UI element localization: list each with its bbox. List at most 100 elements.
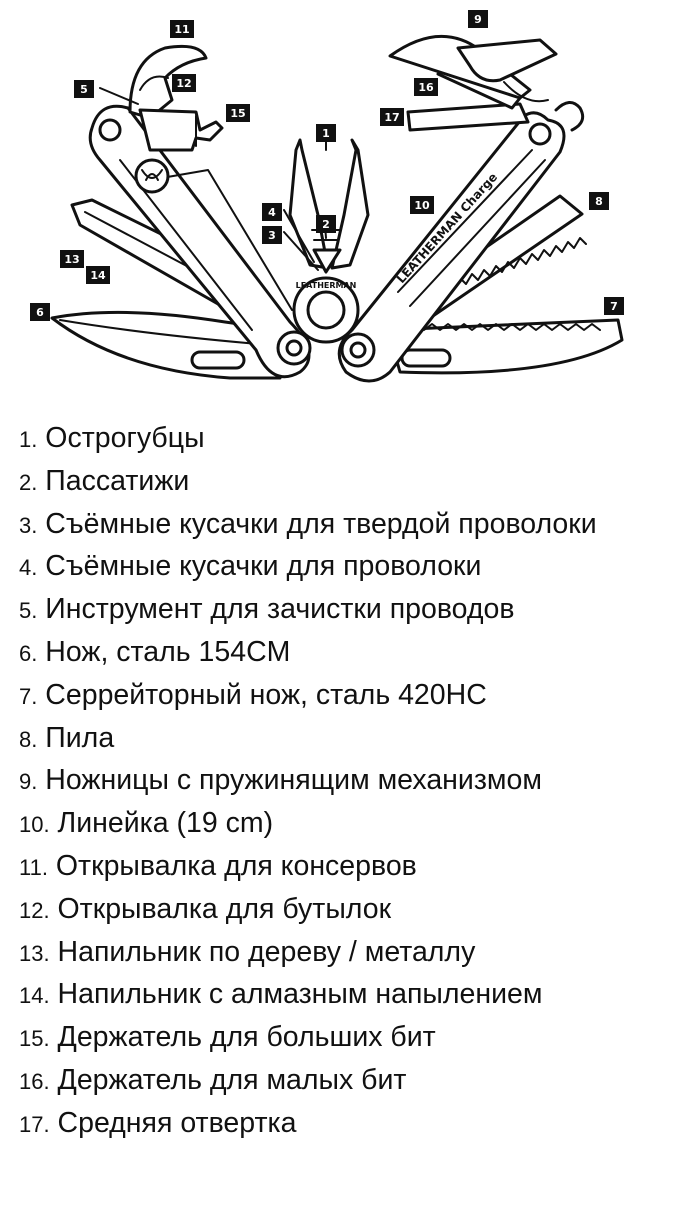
legend-item-number: 6.: [19, 640, 38, 666]
medium-screwdriver: [406, 102, 530, 132]
legend-item-text: Напильник с алмазным напылением: [57, 978, 543, 1011]
legend-item: 10. Линейка (19 cm): [19, 803, 669, 846]
svg-text:4: 4: [268, 206, 276, 219]
legend-item-text: Острогубцы: [45, 422, 205, 454]
legend-item-number: 2.: [19, 469, 38, 495]
svg-text:3: 3: [268, 229, 276, 242]
callout-16: 16: [414, 78, 438, 96]
wire-cutter-blade: [312, 248, 342, 274]
callout-15: 15: [226, 104, 250, 122]
callout-13: 13: [60, 250, 84, 268]
legend-item: 1. Острогубцы: [19, 418, 669, 461]
legend-item: 15. Держатель для больших бит: [19, 1017, 669, 1060]
legend-item-text: Открывалка для консервов: [55, 849, 417, 882]
svg-text:11: 11: [174, 23, 189, 36]
legend-item: 16. Держатель для малых бит: [19, 1060, 669, 1103]
legend-item: 14. Напильник с алмазным напылением: [19, 974, 669, 1017]
svg-text:6: 6: [36, 306, 44, 319]
legend-item: 6. Нож, сталь 154CM: [19, 632, 669, 675]
legend-item-number: 17.: [19, 1111, 50, 1137]
callout-1: 1: [316, 124, 336, 142]
legend-item-text: Инструмент для зачистки проводов: [45, 593, 515, 626]
legend-item-number: 4.: [19, 555, 38, 581]
callout-9: 9: [468, 10, 488, 28]
legend-item-number: 1.: [19, 427, 38, 452]
callout-6: 6: [30, 303, 50, 321]
svg-text:17: 17: [384, 111, 399, 124]
can-opener-tool: [128, 44, 208, 120]
legend-item-text: Съёмные кусачки для твердой проволоки: [45, 507, 597, 540]
legend-item-number: 15.: [19, 1026, 50, 1052]
callout-2: 2: [316, 215, 336, 233]
svg-text:9: 9: [474, 13, 482, 26]
legend-item-text: Нож, сталь 154CM: [45, 635, 291, 668]
svg-text:13: 13: [64, 253, 79, 266]
legend-item-text: Серрейторный нож, сталь 420HC: [45, 678, 487, 711]
legend-item: 8. Пила: [19, 718, 669, 761]
left-handle-pivot-top: [98, 118, 122, 142]
bottle-opener-tool: [139, 75, 169, 91]
legend-item-text: Съёмные кусачки для проволоки: [45, 550, 482, 583]
legend-item-number: 16.: [19, 1068, 50, 1094]
callout-17: 17: [380, 108, 404, 126]
legend-item-text: Открывалка для бутылок: [57, 892, 392, 925]
callout-8: 8: [589, 192, 609, 210]
svg-text:10: 10: [414, 199, 430, 212]
pivot-engraving: LEATHERMAN: [296, 281, 357, 290]
svg-text:15: 15: [230, 107, 245, 120]
callout-5: 5: [74, 80, 94, 98]
legend-item-number: 5.: [19, 598, 38, 624]
svg-text:1: 1: [322, 127, 330, 140]
legend-item-number: 14.: [19, 983, 50, 1009]
legend-item: 13. Напильник по дереву / металлу: [19, 932, 669, 975]
legend-item: 3. Съёмные кусачки для твердой проволоки: [19, 504, 669, 547]
callout-14: 14: [86, 266, 110, 284]
legend-item-text: Средняя отвертка: [57, 1106, 297, 1139]
legend-item-number: 8.: [19, 726, 38, 752]
legend-item: 9. Ножницы с пружинящим механизмом: [19, 760, 669, 803]
legend-item: 4. Съёмные кусачки для проволоки: [19, 546, 669, 589]
knife-thumb-slot: [190, 350, 246, 370]
legend-item-text: Пассатижи: [45, 464, 190, 497]
legend-item: 12. Открывалка для бутылок: [19, 889, 669, 932]
leader-lines: [99, 87, 327, 271]
serrated-thumb-slot: [400, 348, 452, 368]
svg-text:7: 7: [610, 300, 618, 313]
legend-item-text: Пила: [45, 721, 115, 754]
svg-text:16: 16: [418, 81, 434, 94]
legend-item: 2. Пассатижи: [19, 461, 669, 504]
callout-7: 7: [604, 297, 624, 315]
right-handle: [337, 111, 566, 383]
legend-item: 5. Инструмент для зачистки проводов: [19, 589, 669, 632]
needle-nose-pliers-right-jaw: [330, 138, 370, 270]
legend-item-number: 9.: [19, 769, 38, 795]
callout-4: 4: [262, 203, 282, 221]
legend-item: 11. Открывалка для консервов: [19, 846, 669, 889]
lanyard-ring: [554, 101, 585, 132]
legend-item: 17. Средняя отвертка: [19, 1103, 669, 1146]
multitool-diagram: LEATHERMAN LEATHERMAN Charge 1 2 3: [30, 10, 624, 383]
legend-item-number: 10.: [19, 812, 50, 838]
callout-3: 3: [262, 226, 282, 244]
svg-text:5: 5: [80, 83, 88, 96]
svg-text:12: 12: [176, 77, 191, 90]
legend-item-text: Линейка (19 cm): [57, 807, 274, 840]
legend-item-text: Держатель для больших бит: [57, 1021, 436, 1054]
legend-item-number: 3.: [19, 512, 38, 538]
legend-item-number: 13.: [19, 940, 50, 966]
legend-item: 7. Серрейторный нож, сталь 420HC: [19, 675, 669, 718]
legend-item-number: 12.: [19, 897, 50, 923]
legend-item-text: Напильник по дереву / металлу: [57, 935, 476, 968]
legend-item-text: Держатель для малых бит: [57, 1063, 407, 1096]
callout-12: 12: [172, 74, 196, 92]
callout-10: 10: [410, 196, 434, 214]
legend-item-text: Ножницы с пружинящим механизмом: [45, 764, 542, 797]
legend-item-number: 7.: [19, 683, 38, 709]
svg-text:14: 14: [90, 269, 106, 282]
right-handle-pivot-top: [528, 122, 552, 146]
scissors-spring: [503, 81, 549, 103]
svg-text:8: 8: [595, 195, 603, 208]
scissors-blade-bottom: [456, 38, 558, 83]
callout-11: 11: [170, 20, 194, 38]
